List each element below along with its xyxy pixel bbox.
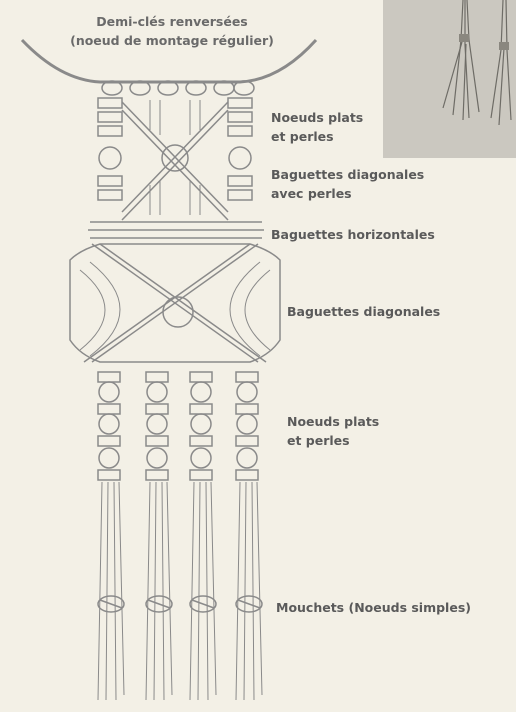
label-noeuds-plats-bottom: Noeuds plats et perles (287, 412, 379, 450)
lower-flat-knots (98, 372, 258, 480)
label-mouchets: Mouchets (Noeuds simples) (276, 598, 471, 617)
top-flat-knots-left (98, 98, 122, 200)
label-baguettes-diag-perles: Baguettes diagonales avec perles (271, 165, 424, 203)
horizontal-bars (88, 222, 264, 238)
diagonal-bars-with-beads (122, 100, 228, 220)
fringe-cords (98, 482, 262, 700)
label-noeuds-plats-top: Noeuds plats et perles (271, 108, 363, 146)
label-baguettes-horizontales: Baguettes horizontales (271, 225, 435, 244)
label-baguettes-diagonales: Baguettes diagonales (287, 302, 440, 321)
top-flat-knots-right (228, 98, 252, 200)
diagonal-bars-section (70, 244, 280, 362)
title-label: Demi-clés renversées (noeud de montage r… (60, 12, 284, 50)
